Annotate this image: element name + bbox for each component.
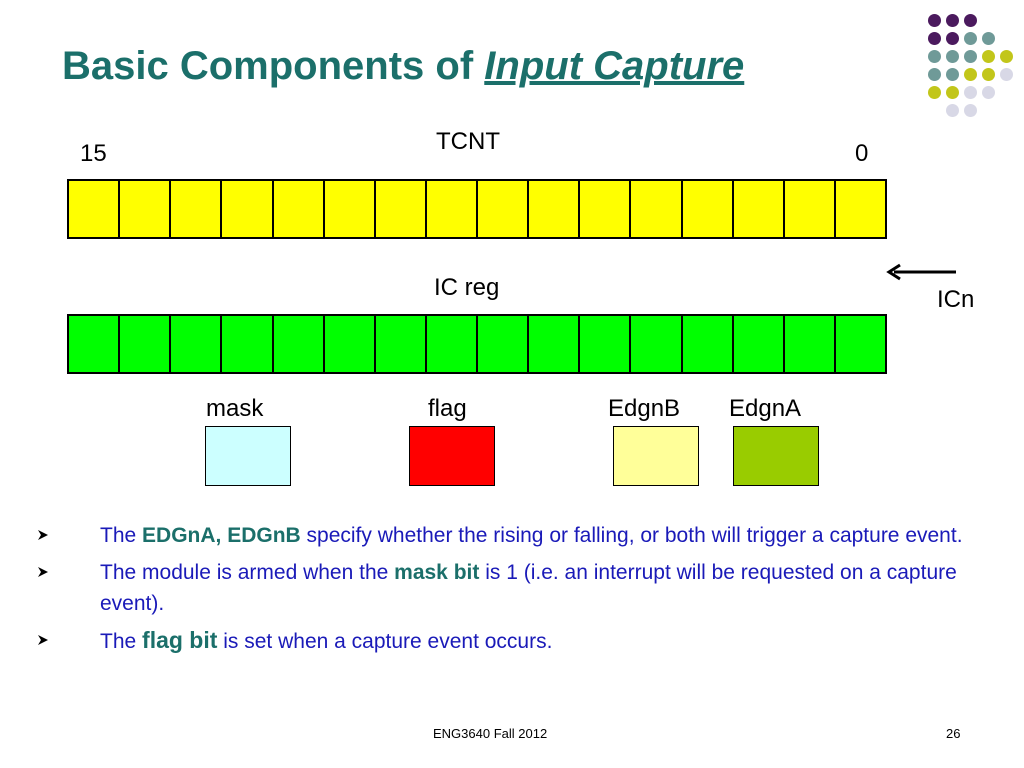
dot-icon (946, 104, 959, 117)
register-bit-cell (376, 316, 427, 372)
dot-icon (964, 50, 977, 63)
register-bit-cell (734, 316, 785, 372)
dot-icon (1000, 50, 1013, 63)
dot-icon (946, 50, 959, 63)
tcnt-label: TCNT (436, 128, 500, 155)
register-bit-cell (171, 316, 223, 372)
dot-icon (964, 104, 977, 117)
register-bit-cell (785, 316, 836, 372)
register-bit-cell (120, 316, 172, 372)
register-bit-cell (325, 181, 376, 237)
register-bit-cell (120, 181, 172, 237)
bullet-text: specify whether the rising or falling, o… (300, 524, 963, 547)
edgna-label: EdgnA (729, 395, 802, 422)
register-bit-cell (836, 181, 885, 237)
bit-high-label: 15 (80, 140, 107, 167)
dot-icon (928, 68, 941, 81)
dot-icon (946, 68, 959, 81)
register-bit-cell (69, 181, 121, 237)
register-bit-cell (427, 316, 478, 372)
register-bit-cell (631, 181, 683, 237)
dot-icon (928, 14, 941, 27)
mask-label: mask (206, 395, 264, 422)
dot-icon (964, 14, 977, 27)
dot-icon (928, 50, 941, 63)
tcnt-register (67, 179, 887, 239)
register-bit-cell (529, 316, 581, 372)
arrowhead-bullet-icon (38, 635, 48, 645)
dot-icon (964, 32, 977, 45)
footer-text: ENG3640 Fall 2012 (433, 726, 548, 741)
register-bit-cell (69, 316, 121, 372)
register-bit-cell (222, 181, 274, 237)
bullet-text: is 1 (i.e. an interrupt will be requeste… (100, 561, 957, 615)
arrowhead-bullet-icon (38, 530, 48, 540)
dot-icon (1000, 68, 1013, 81)
register-bit-cell (785, 181, 836, 237)
dot-icon (928, 86, 941, 99)
dot-icon (964, 68, 977, 81)
edgnb-label: EdgnB (608, 395, 681, 422)
register-bit-cell (580, 316, 632, 372)
bullet-item: The module is armed when the mask bit is… (36, 557, 1006, 619)
register-bit-cell (529, 181, 581, 237)
edgnb-bit-box (613, 426, 699, 486)
edgna-bit-box (733, 426, 819, 486)
arrowhead-bullet-icon (38, 567, 48, 577)
slide-title: Basic Components of Input Capture (62, 44, 744, 89)
register-bit-cell (274, 316, 325, 372)
ic-reg-label: IC reg (434, 274, 500, 301)
bullet-bold: flag bit (142, 627, 218, 653)
bullet-text: The module is armed when the (100, 561, 395, 584)
register-bit-cell (734, 181, 785, 237)
dot-icon (982, 32, 995, 45)
register-bit-cell (836, 316, 885, 372)
dot-icon (982, 50, 995, 63)
register-bit-cell (683, 181, 734, 237)
register-bit-cell (427, 181, 478, 237)
bullet-bold: mask bit (394, 561, 480, 584)
register-bit-cell (222, 316, 274, 372)
dot-grid-decoration (928, 14, 1018, 134)
bullet-text: is set when a capture event occurs. (217, 630, 553, 653)
flag-label: flag (428, 395, 467, 422)
register-bit-cell (683, 316, 734, 372)
bit-low-label: 0 (855, 140, 869, 167)
register-bit-cell (478, 181, 530, 237)
register-bit-cell (274, 181, 325, 237)
register-bit-cell (631, 316, 683, 372)
dot-icon (928, 32, 941, 45)
register-bit-cell (325, 316, 376, 372)
register-bit-cell (580, 181, 632, 237)
register-bit-cell (376, 181, 427, 237)
dot-icon (964, 86, 977, 99)
dot-icon (982, 68, 995, 81)
register-bit-cell (171, 181, 223, 237)
dot-icon (946, 14, 959, 27)
bullet-item: The flag bit is set when a capture event… (36, 625, 1006, 657)
mask-bit-box (205, 426, 291, 486)
dot-icon (946, 86, 959, 99)
bullet-list: The EDGnA, EDGnB specify whether the ris… (36, 520, 1006, 663)
bullet-text: The (100, 630, 143, 653)
title-prefix: Basic Components of (62, 44, 474, 88)
page-number: 26 (946, 726, 961, 741)
bullet-bold: EDGnA, EDGnB (142, 524, 301, 547)
icn-label: ICn (937, 286, 975, 313)
title-emphasis: Input Capture (484, 44, 745, 88)
dot-icon (982, 86, 995, 99)
dot-icon (946, 32, 959, 45)
left-arrow-icon (886, 263, 956, 281)
bullet-item: The EDGnA, EDGnB specify whether the ris… (36, 520, 1006, 551)
register-bit-cell (478, 316, 530, 372)
ic-register (67, 314, 887, 374)
flag-bit-box (409, 426, 495, 486)
bullet-text: The (100, 524, 143, 547)
